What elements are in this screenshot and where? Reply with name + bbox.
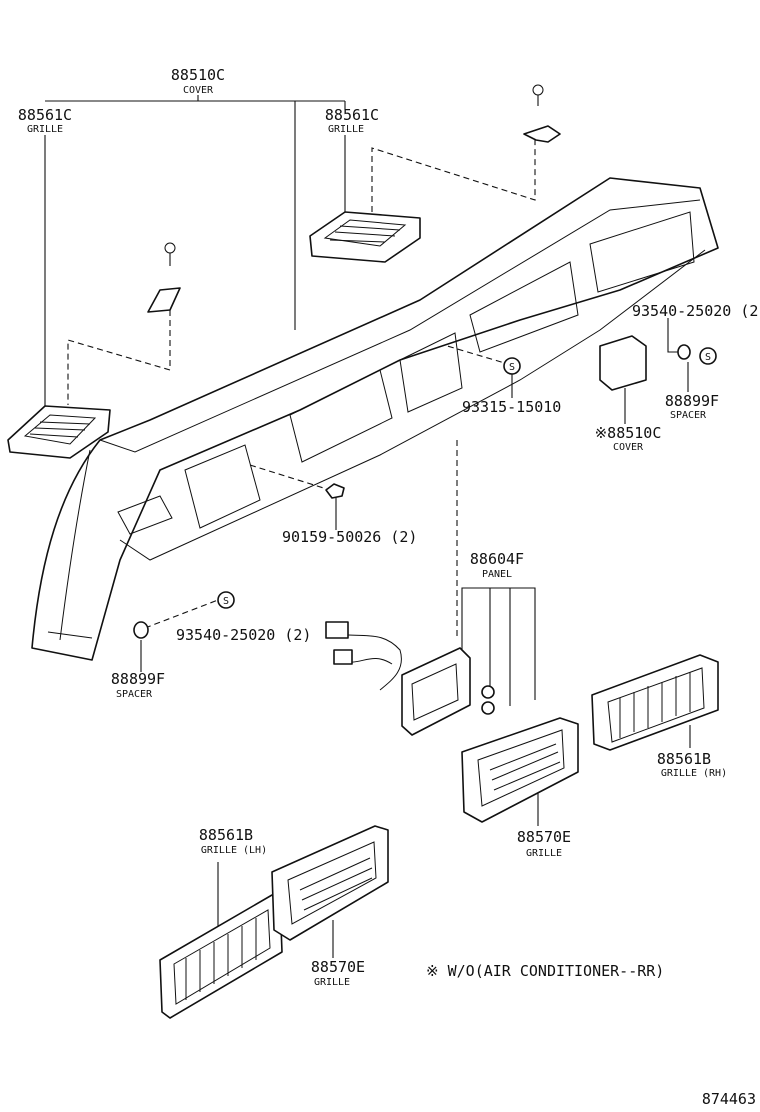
svg-text:COVER: COVER bbox=[183, 85, 214, 96]
spacer-right-icon bbox=[677, 344, 691, 360]
grille-88561c-right-shape bbox=[309, 211, 421, 263]
label-spacer-left: 88899F SPACER bbox=[111, 670, 165, 700]
svg-text:PANEL: PANEL bbox=[482, 569, 512, 580]
svg-text:S: S bbox=[509, 362, 515, 373]
label-spacer-right: 88899F SPACER bbox=[665, 392, 719, 421]
label-cover-top: 88510C COVER bbox=[171, 66, 225, 96]
svg-text:88561B: 88561B bbox=[199, 826, 253, 844]
svg-text:SPACER: SPACER bbox=[670, 410, 707, 421]
label-grille-e-low: 88570E GRILLE bbox=[311, 958, 365, 988]
label-grille-b-lh: 88561B GRILLE (LH) bbox=[199, 826, 267, 856]
screw-right-symbol: S bbox=[699, 347, 717, 365]
svg-text:88561C: 88561C bbox=[18, 106, 72, 124]
svg-text:GRILLE (RH): GRILLE (RH) bbox=[661, 768, 727, 779]
screw-bottom-icon bbox=[325, 483, 345, 499]
svg-text:S: S bbox=[223, 596, 229, 607]
svg-text:874463: 874463 bbox=[702, 1090, 756, 1108]
grille-88561b-rh-shape bbox=[591, 654, 719, 751]
svg-text:88561B: 88561B bbox=[657, 750, 711, 768]
svg-text:※ W/O(AIR CONDITIONER--RR): ※ W/O(AIR CONDITIONER--RR) bbox=[426, 962, 664, 980]
svg-text:GRILLE: GRILLE bbox=[27, 124, 63, 135]
svg-text:88899F: 88899F bbox=[665, 392, 719, 410]
screw-top-right-icon bbox=[523, 84, 561, 143]
label-cover-small: ※88510C COVER bbox=[595, 424, 662, 453]
label-grille-c-right: 88561C GRILLE bbox=[325, 106, 379, 135]
svg-text:GRILLE: GRILLE bbox=[328, 124, 364, 135]
screw-top-left-icon bbox=[147, 242, 181, 313]
svg-text:90159-50026 (2): 90159-50026 (2) bbox=[282, 528, 417, 546]
svg-text:GRILLE (LH): GRILLE (LH) bbox=[201, 845, 267, 856]
label-grille-c-left: 88561C GRILLE bbox=[18, 106, 72, 135]
label-grille-b-rh: 88561B GRILLE (RH) bbox=[657, 750, 727, 779]
label-screw-left: 93540-25020 (2) bbox=[176, 626, 311, 644]
svg-text:88561C: 88561C bbox=[325, 106, 379, 124]
svg-text:88604F: 88604F bbox=[470, 550, 524, 568]
svg-text:93540-25020 (2): 93540-25020 (2) bbox=[176, 626, 311, 644]
svg-text:88570E: 88570E bbox=[517, 828, 571, 846]
clip-mid-symbol: S bbox=[503, 357, 521, 375]
label-clip-mid: 93315-15010 bbox=[462, 398, 561, 416]
label-panel: 88604F PANEL bbox=[470, 550, 524, 580]
grille-88570e-low-shape bbox=[271, 825, 389, 941]
svg-text:GRILLE: GRILLE bbox=[314, 977, 350, 988]
svg-text:93315-15010: 93315-15010 bbox=[462, 398, 561, 416]
svg-text:S: S bbox=[705, 352, 711, 363]
svg-text:※88510C: ※88510C bbox=[595, 424, 662, 442]
cover-body bbox=[31, 177, 719, 661]
svg-text:SPACER: SPACER bbox=[116, 689, 153, 700]
svg-text:93540-25020 (2): 93540-25020 (2) bbox=[632, 302, 760, 320]
leader-lines bbox=[44, 95, 691, 958]
label-screw-bottom: 90159-50026 (2) bbox=[282, 528, 417, 546]
grille-88561c-left-shape bbox=[7, 405, 111, 459]
grille-88561b-lh-shape bbox=[159, 894, 283, 1019]
screw-left-symbol: S bbox=[217, 591, 235, 609]
svg-text:88510C: 88510C bbox=[171, 66, 225, 84]
panel-88604f-shape bbox=[325, 621, 495, 736]
small-cover-shape bbox=[599, 335, 647, 391]
svg-text:GRILLE: GRILLE bbox=[526, 848, 562, 859]
spacer-left-icon bbox=[133, 621, 149, 639]
label-screw-right: 93540-25020 (2) bbox=[632, 302, 760, 320]
svg-text:88570E: 88570E bbox=[311, 958, 365, 976]
svg-text:COVER: COVER bbox=[613, 442, 644, 453]
label-grille-e-mid: 88570E GRILLE bbox=[517, 828, 571, 859]
note-footnote: ※ W/O(AIR CONDITIONER--RR) bbox=[426, 962, 664, 980]
figure-number: 874463 bbox=[702, 1090, 756, 1108]
svg-text:88899F: 88899F bbox=[111, 670, 165, 688]
grille-88570e-mid-shape bbox=[461, 717, 579, 823]
